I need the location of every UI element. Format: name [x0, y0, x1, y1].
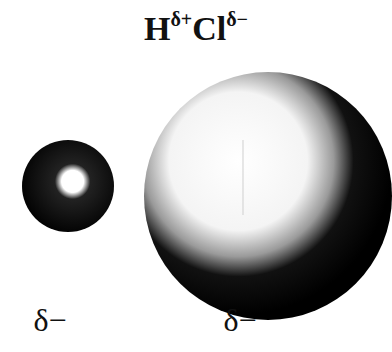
hydrogen-atom: [22, 140, 114, 232]
partial-charge: δ−: [226, 8, 248, 30]
texture-line: [243, 140, 244, 215]
formula-title: Hδ+Clδ−: [0, 8, 392, 48]
element-symbol: H: [144, 10, 170, 47]
partial-charge: δ+: [170, 8, 192, 30]
chlorine-atom: [144, 72, 392, 320]
element-symbol: Cl: [192, 10, 226, 47]
charge-label: δ−: [223, 302, 256, 339]
charge-label: δ−: [33, 302, 66, 339]
